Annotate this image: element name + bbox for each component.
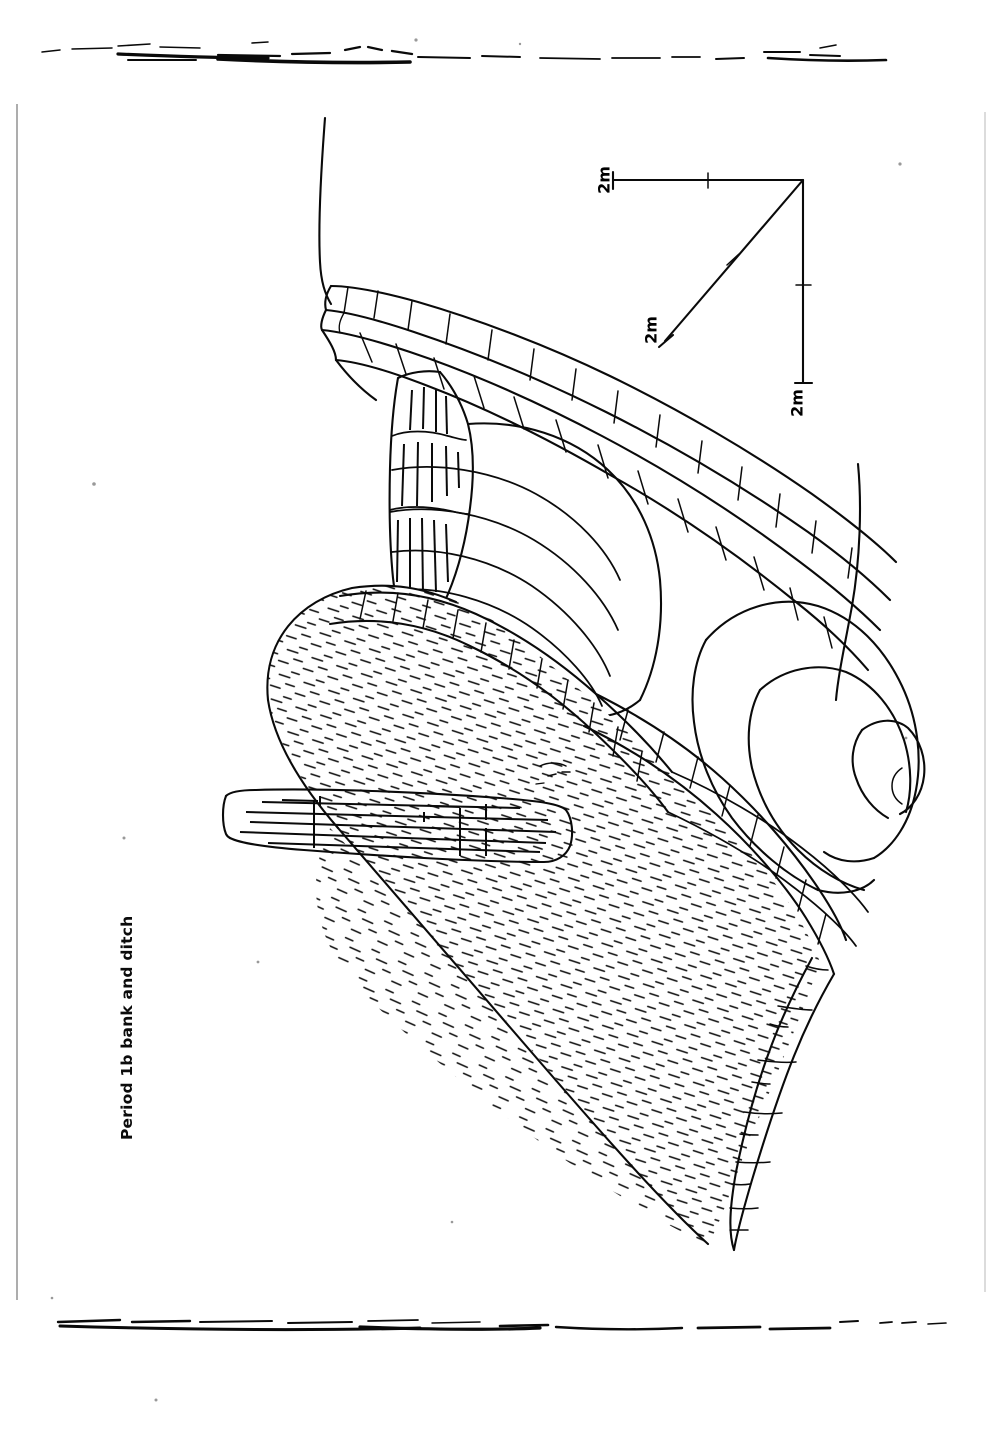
- diagonal-scale-bar: 2m: [642, 178, 805, 349]
- stone-band-upper: [324, 284, 898, 602]
- stone-band-left-end: [320, 284, 378, 402]
- scale-bar-group: 2m 2m 2m: [595, 166, 814, 417]
- page-edge-artifacts: [16, 38, 986, 1402]
- figure-caption: Period 1b bank and ditch: [118, 916, 136, 1140]
- top-scan-smudge: [41, 38, 888, 65]
- vertical-scale-bar: 2m: [788, 178, 814, 417]
- page-speck: [256, 960, 260, 964]
- turf-core: [266, 584, 821, 1246]
- horizontal-scale-bar: 2m: [595, 166, 805, 194]
- bottom-scan-smudge: [50, 1296, 947, 1332]
- ditch-fill-right: [691, 600, 926, 894]
- page-speck: [154, 1398, 158, 1402]
- scale-label-vertical: 2m: [788, 389, 807, 417]
- page-speck: [898, 162, 902, 166]
- scale-label-horizontal: 2m: [595, 166, 614, 194]
- page-speck: [904, 736, 908, 740]
- page-speck: [122, 836, 126, 840]
- stone-inclusion: [535, 762, 571, 785]
- section-drawing: [221, 116, 926, 1252]
- page-speck: [450, 1220, 454, 1224]
- stone-band-lower: [582, 692, 869, 976]
- horizontal-timber-beam: [221, 788, 574, 864]
- ditch-base: [729, 956, 836, 1252]
- page-speck: [92, 482, 96, 486]
- ground-surface-line-left: [318, 116, 333, 306]
- stone-band-middle: [320, 328, 882, 672]
- vertical-timber-post: [367, 370, 474, 623]
- ground-surface-line-right: [834, 462, 862, 702]
- scale-label-diagonal: 2m: [642, 316, 661, 344]
